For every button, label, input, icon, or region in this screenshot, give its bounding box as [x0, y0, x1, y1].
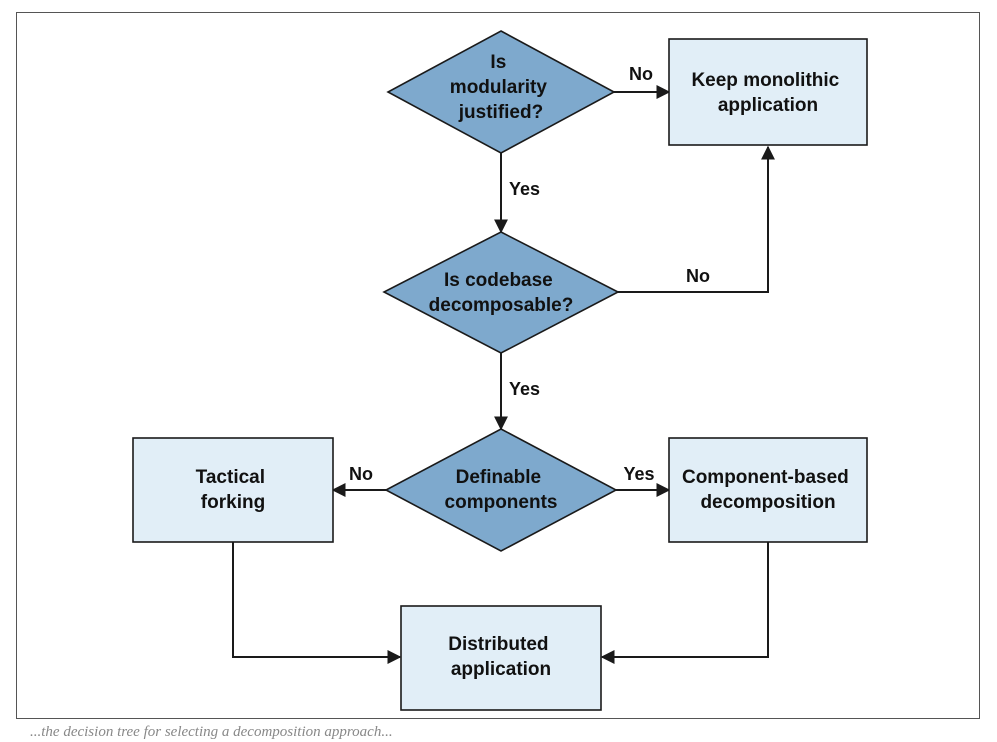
edge-label-codebase-no: No: [686, 266, 710, 286]
figure-caption: ...the decision tree for selecting a dec…: [30, 724, 393, 740]
decision-modularity-line2: modularity: [450, 77, 548, 98]
box-keep-monolithic: [668, 38, 868, 146]
edge-label-definable-yes: Yes: [623, 464, 654, 484]
edge-label-modularity-no: No: [629, 64, 653, 84]
decision-definable-line1: Definable: [456, 467, 542, 488]
box-tactical-line2: forking: [201, 492, 265, 513]
box-component-line1: Component-based: [682, 467, 849, 488]
decision-codebase-line2: decomposable?: [429, 295, 574, 316]
decision-modularity-line3: justified?: [458, 102, 543, 123]
figure-frame: [16, 12, 980, 719]
edge-tactical-to-distributed: [232, 542, 402, 664]
svg-text:Is codebase decomposable?: Is codebase decomposable?: [429, 270, 574, 316]
edge-label-codebase-yes: Yes: [509, 379, 540, 399]
box-distributed-line2: application: [451, 659, 551, 680]
box-component-line2: decomposition: [700, 492, 835, 513]
svg-text:Component-based decomposit: Component-based decomposition: [682, 467, 854, 513]
decision-modularity-line1: Is: [490, 52, 506, 73]
box-distributed-line1: Distributed: [448, 634, 548, 655]
decision-codebase-decomposable: [382, 231, 620, 354]
svg-text:Keep monolithic applicatio: Keep monolithic application: [691, 70, 844, 116]
edge-component-to-distributed: [600, 542, 769, 664]
decision-definable-components: [384, 428, 618, 552]
edge-codebase-to-monolithic: [618, 145, 775, 293]
edge-label-definable-no: No: [349, 464, 373, 484]
svg-text:Distributed application: Distributed application: [448, 634, 554, 680]
decision-modularity-justified: [386, 30, 616, 154]
box-keep-monolithic-line2: application: [718, 95, 818, 116]
decision-definable-line2: components: [445, 492, 558, 513]
decision-codebase-line1: Is codebase: [444, 270, 553, 291]
box-component-based: [668, 437, 868, 543]
edge-label-modularity-yes: Yes: [509, 179, 540, 199]
box-keep-monolithic-line1: Keep monolithic: [691, 70, 839, 91]
box-tactical-forking: [132, 437, 334, 543]
svg-text:Tactical forking: Tactical forking: [196, 467, 271, 513]
box-tactical-line1: Tactical: [196, 467, 265, 488]
box-distributed: [400, 605, 602, 711]
svg-text:Definable components: Definable components: [445, 467, 558, 513]
svg-text:Is modularity justifie: Is modularity justified?: [450, 52, 552, 123]
